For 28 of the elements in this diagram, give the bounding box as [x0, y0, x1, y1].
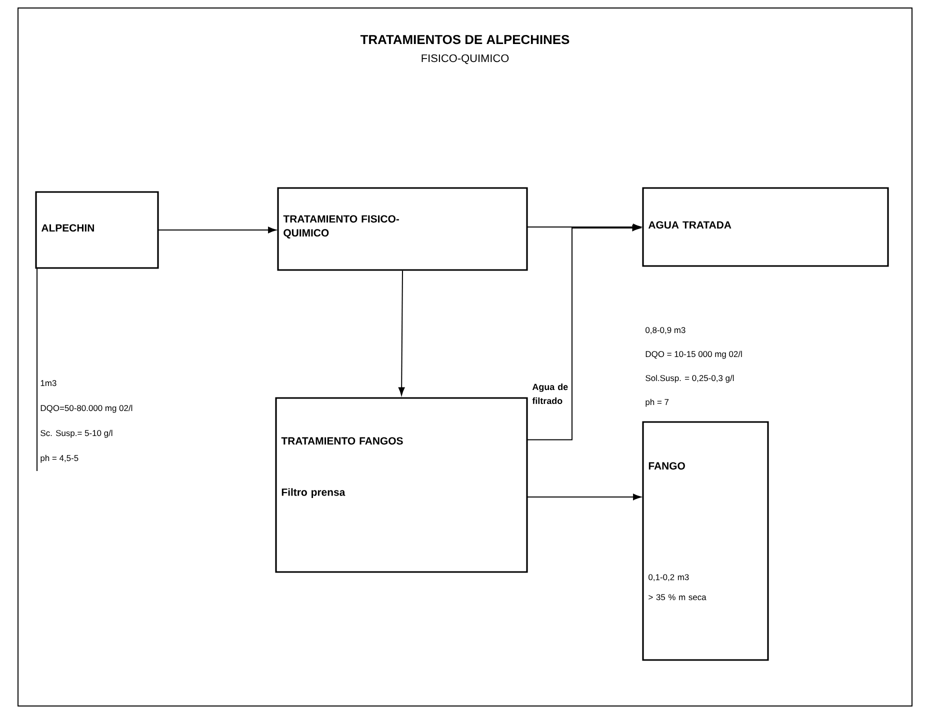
- arrow: [398, 270, 405, 396]
- box-label: FANGO: [648, 462, 685, 470]
- box-label: ALPECHIN: [41, 224, 94, 232]
- process-box: [277, 187, 528, 271]
- note-text: Sc. Susp.= 5-10 g/l: [40, 430, 112, 438]
- process-box: [275, 397, 528, 573]
- note-text: DQO=50-80.000 mg 02/l: [40, 404, 132, 413]
- box-label: TRATAMIENTO FISICO-QUIMICO: [283, 215, 399, 238]
- edge-label: Agua de filtrado: [532, 383, 568, 404]
- box-label: Filtro prensa: [282, 488, 346, 498]
- note-text: ph = 4,5-5: [40, 454, 78, 463]
- arrow: [526, 494, 642, 500]
- subtitle: FISICO-QUIMICO: [422, 54, 509, 64]
- process-box: [35, 191, 159, 269]
- box-note: > 35 % m seca: [648, 594, 706, 600]
- arrow: [158, 226, 276, 234]
- box-label: TRATAMIENTO FANGOS: [281, 437, 403, 445]
- note-text: 1m3: [40, 380, 56, 386]
- note-text: DQO = 10-15 000 mg 02/l: [646, 350, 742, 359]
- note-text: 0,8-0,9 m3: [646, 327, 686, 334]
- box-label: AGUA TRATADA: [648, 221, 732, 229]
- note-text: ph = 7: [646, 398, 669, 407]
- title: TRATAMIENTOS DE ALPECHINES: [360, 34, 570, 44]
- process-box: [642, 187, 889, 267]
- process-box: [642, 421, 769, 661]
- arrow: [526, 224, 641, 440]
- note-text: Sol.Susp. = 0,25-0,3 g/l: [646, 374, 734, 383]
- box-note: 0,1-0,2 m3: [648, 574, 689, 582]
